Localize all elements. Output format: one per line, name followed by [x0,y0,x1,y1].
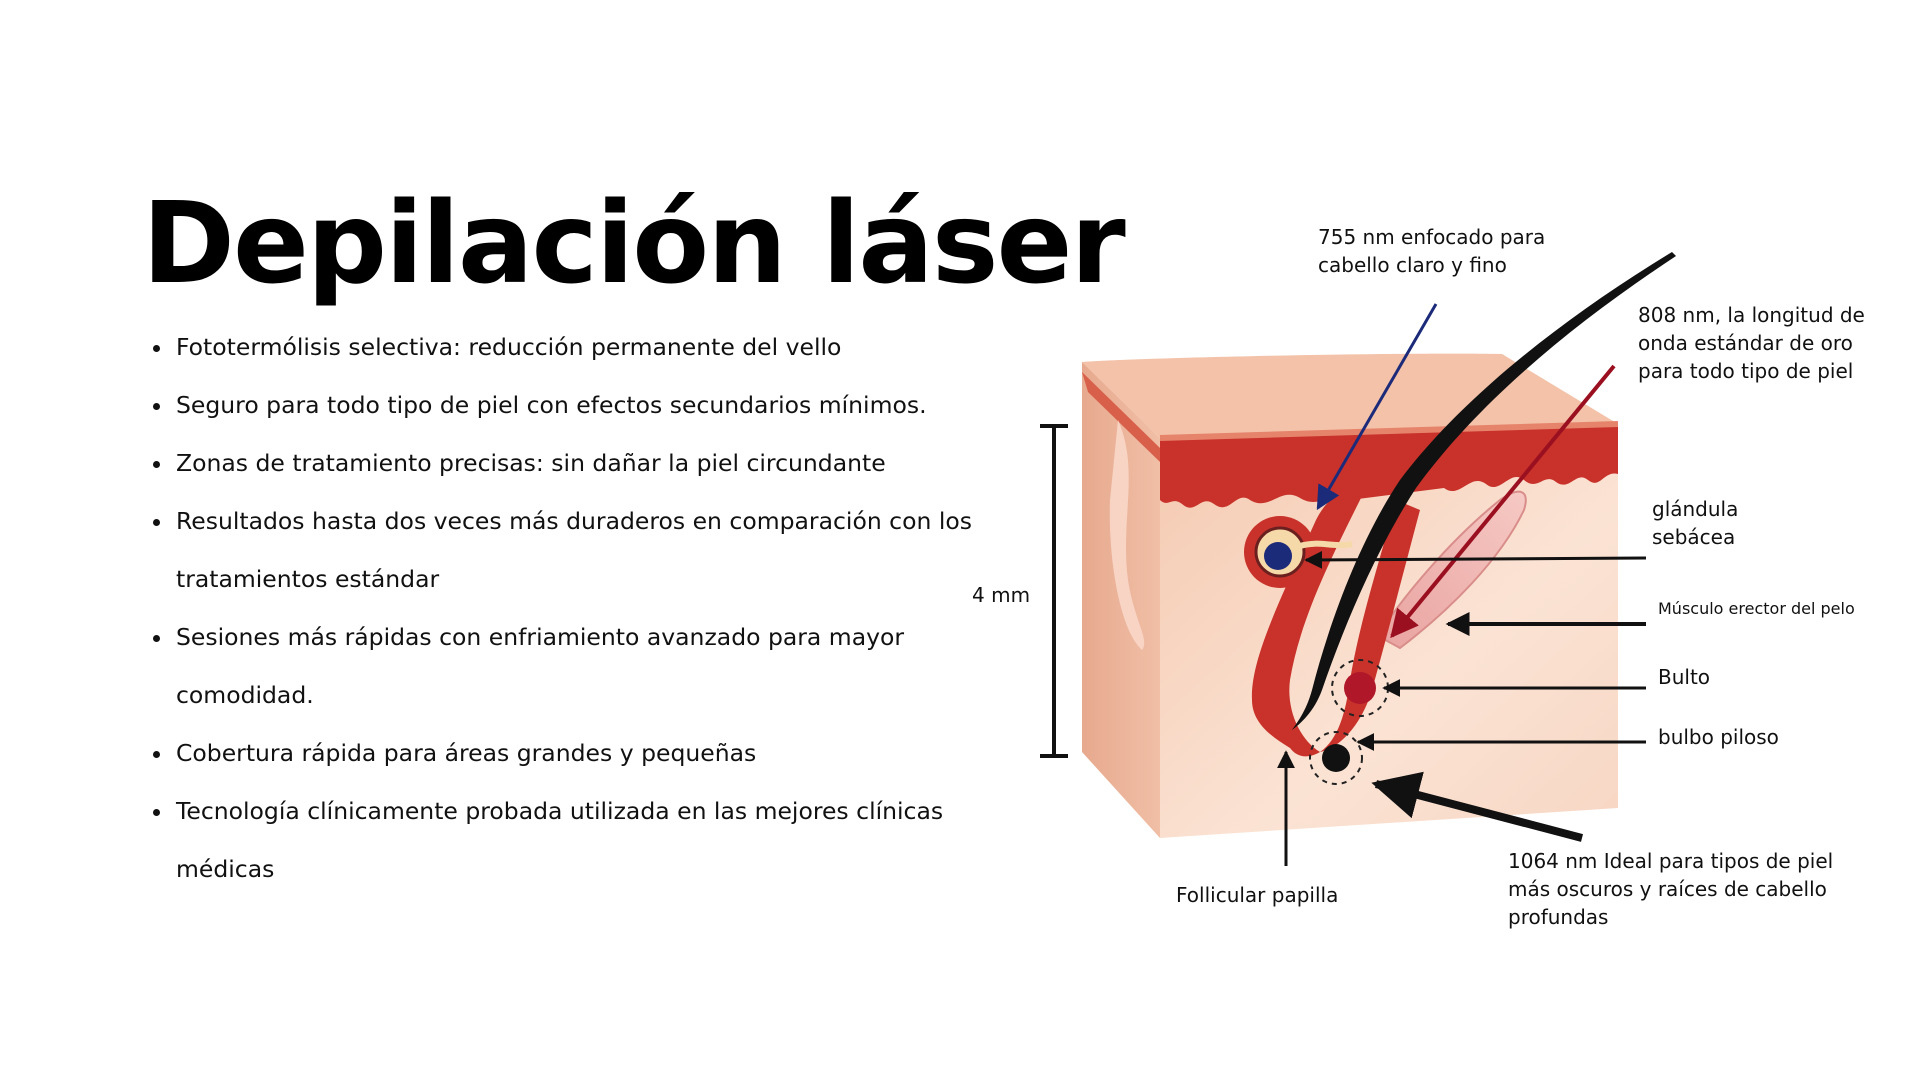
label-hair-bulb: bulbo piloso [1658,725,1779,749]
label-755: 755 nm enfocado para cabello claro y fin… [1318,225,1552,277]
label-808: 808 nm, la longitud de onda estándar de … [1638,303,1871,383]
feature-list: Fototermólisis selectiva: reducción perm… [150,318,1014,898]
hair-follicle [1251,492,1362,757]
depth-scale: 4 mm [972,424,1068,758]
label-bulge: Bulto [1658,665,1710,689]
follicle-outer-sheath [1320,500,1420,752]
list-item: Tecnología clínicamente probada utilizad… [174,782,1014,898]
list-item: Seguro para todo tipo de piel con efecto… [174,376,1014,434]
list-item: Cobertura rápida para áreas grandes y pe… [174,724,1014,782]
depth-label: 4 mm [972,583,1030,607]
hair-bulb-target [1309,731,1363,785]
laser-755-arrow [1316,303,1438,511]
skin-side-tissue [1109,420,1145,650]
list-item: Zonas de tratamiento precisas: sin dañar… [174,434,1014,492]
list-item: Sesiones más rápidas con enfriamiento av… [174,608,1014,724]
skin-top-surface [1082,353,1618,438]
page-title: Depilación láser [142,179,1126,309]
dermis-layer [1160,424,1618,508]
list-item: Fototermólisis selectiva: reducción perm… [174,318,1014,376]
label-follicular-papilla: Follicular papilla [1176,883,1338,907]
label-1064: 1064 nm Ideal para tipos de piel más osc… [1508,849,1840,929]
laser-808-arrow [1390,364,1616,639]
list-item: Resultados hasta dos veces más duraderos… [174,492,1014,608]
label-erector-muscle: Músculo erector del pelo [1658,599,1855,618]
label-sebaceous-gland: glándula sebácea [1652,497,1745,549]
skin-side-layer [1082,372,1160,462]
sebaceous-gland [1244,516,1353,588]
sebaceous-pointer [1304,550,1647,569]
laser-1064-arrow [1371,771,1584,842]
